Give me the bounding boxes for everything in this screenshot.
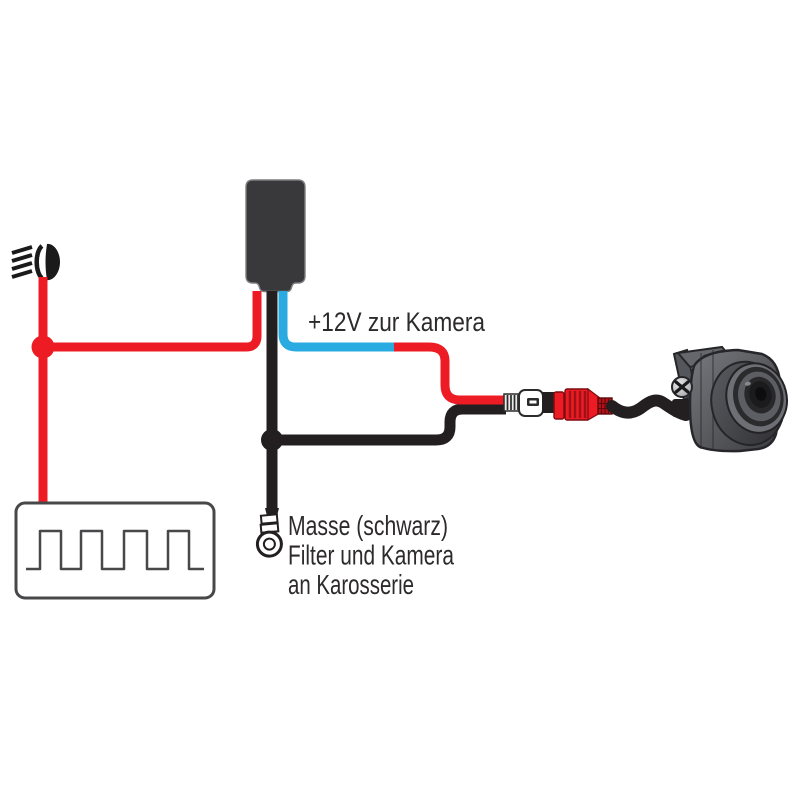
camera-lens [710,360,788,447]
red-junction-dot [31,335,55,359]
headlight-icon [11,243,60,281]
power-connector [503,387,692,422]
ring-terminal-icon [255,508,283,558]
headlight-bulb-shape [45,243,60,281]
jack-ring [553,391,565,420]
terminal-crimp-band [259,513,279,525]
square-wave-icon [26,529,204,571]
plug-slot-inner [529,400,537,404]
supply-wiring [278,291,505,405]
headlight-beam-line [11,245,33,255]
supply-voltage-label: +12V zur Kamera [308,307,486,337]
signal-box-frame [14,501,216,600]
black-junction-dot [261,429,283,451]
camera-ground-wire [272,403,506,446]
jack-ridges [568,391,587,418]
ground-wiring [261,291,506,509]
plug-ridges [506,395,519,410]
ground-label-line-1: Masse (schwarz) [288,510,448,541]
headlight-beam-line [11,269,33,279]
twelve-volt-wire-red [394,342,505,405]
headlight-beam-line [11,253,33,263]
lens-pupil [755,387,767,401]
jack-grid-lines [598,398,612,414]
red-signal-wiring [31,277,262,507]
headlight-lens-arc [34,244,44,280]
twelve-volt-wire-blue [278,291,396,352]
ground-label-line-3: an Karosserie [288,569,414,600]
dc-plug-icon [503,389,556,417]
headlight-beam-line [11,261,33,271]
ground-label-line-2: Filter und Kamera [288,540,455,571]
junction-to-filter-wire [43,291,262,352]
lens-highlight [744,381,751,386]
camera-screw-cross [674,380,690,394]
camera-cable-boot [672,399,692,417]
pulse-signal-box [14,501,216,600]
plug-tip [542,392,556,413]
terminal-ring-inner [262,537,276,551]
camera-icon [671,345,788,453]
dc-jack-icon [553,387,613,422]
filter-box [245,179,306,293]
